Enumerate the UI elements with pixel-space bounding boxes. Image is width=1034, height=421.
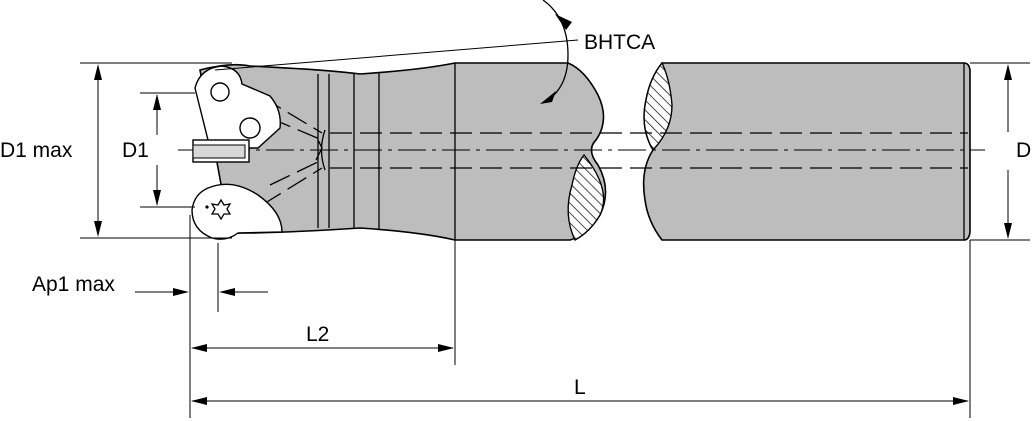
d-arrow-top [1004, 64, 1012, 80]
d-label: D [1016, 139, 1031, 162]
pocket-hole [239, 117, 261, 139]
shank-body [642, 62, 971, 241]
l2-arrow-left [191, 344, 207, 352]
d1max-label: D1 max [0, 139, 73, 162]
l-arrow-right [953, 397, 969, 405]
coolant-diag-lower [261, 167, 323, 206]
ap1max-label: Ap1 max [32, 273, 115, 296]
d-arrow-bottom [1004, 223, 1012, 239]
rotation-arrow [542, 0, 569, 103]
torx-screw-icon [210, 198, 232, 221]
tool-head-body [199, 62, 607, 241]
coolant-diag-mid-low [269, 159, 323, 186]
ap1-arrow-right [219, 288, 235, 296]
d1max-arrow-bottom [94, 221, 102, 237]
insert-screw-top [210, 82, 230, 102]
insert-dot [205, 205, 209, 209]
rotation-arrowhead-bottom [540, 91, 556, 104]
rotation-arrowhead-top [555, 14, 572, 30]
d1-arrow-top [153, 94, 161, 110]
d1-arrow-bottom [153, 190, 161, 206]
l-label: L [574, 376, 586, 399]
break-section-left [567, 153, 605, 241]
wedge-clamp [192, 144, 246, 159]
d1-label: D1 [122, 139, 149, 162]
d1max-arrow-top [94, 64, 102, 80]
ap1-arrow-left [173, 288, 189, 296]
chip-flute-2 [315, 139, 323, 161]
l2-arrow-right [438, 344, 454, 352]
bhtca-label: BHTCA [584, 31, 655, 54]
l2-label: L2 [306, 323, 329, 346]
bhtca-leader [214, 39, 579, 71]
l-arrow-left [191, 397, 207, 405]
